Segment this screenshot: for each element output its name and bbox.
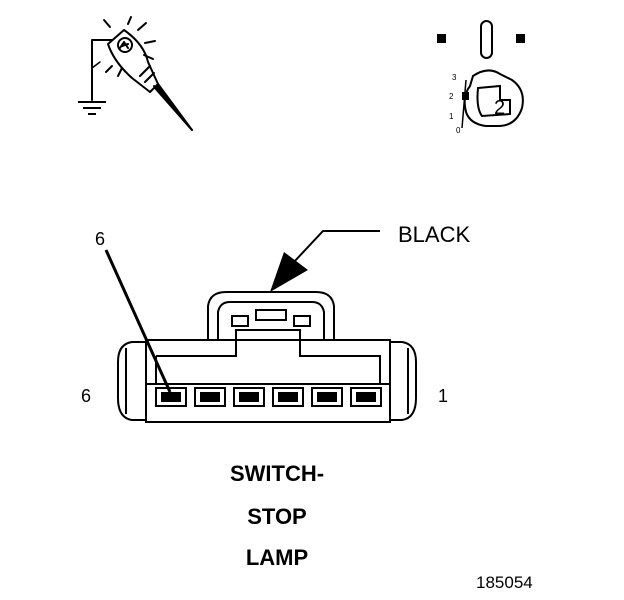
terminal-cavity: [155, 387, 187, 407]
terminal-cavity: [194, 387, 226, 407]
terminal-cavity: [272, 387, 304, 407]
key-position-number: 2: [494, 97, 505, 119]
figure-number: 185054: [476, 573, 533, 592]
terminal-cavity: [350, 387, 382, 407]
right-pin-label: 1: [438, 386, 448, 406]
ignition-position-2: 2: [449, 92, 454, 101]
ignition-position-0: 0: [456, 126, 461, 135]
title-line-3: LAMP: [246, 545, 308, 570]
title-line-2: STOP: [247, 504, 307, 529]
wire-color-label: BLACK: [398, 222, 470, 247]
connector-housing: [117, 291, 417, 423]
pin-callout-label: 6: [95, 229, 105, 249]
terminal-cavity: [311, 387, 343, 407]
ignition-position-3: 3: [452, 73, 457, 82]
test-light-probe-icon: [91, 16, 193, 131]
wire-color-callout: BLACK: [270, 222, 470, 292]
left-pin-label: 6: [81, 386, 91, 406]
terminal-cavities: [155, 387, 382, 407]
ground-symbol-icon: [78, 101, 106, 115]
pin-callout: 6: [95, 229, 172, 393]
ignition-key-position-icon: 3 2 1 0 2: [437, 20, 525, 135]
terminal-cavity: [233, 387, 265, 407]
title-line-1: SWITCH-: [230, 461, 324, 486]
ignition-position-1: 1: [449, 112, 454, 121]
